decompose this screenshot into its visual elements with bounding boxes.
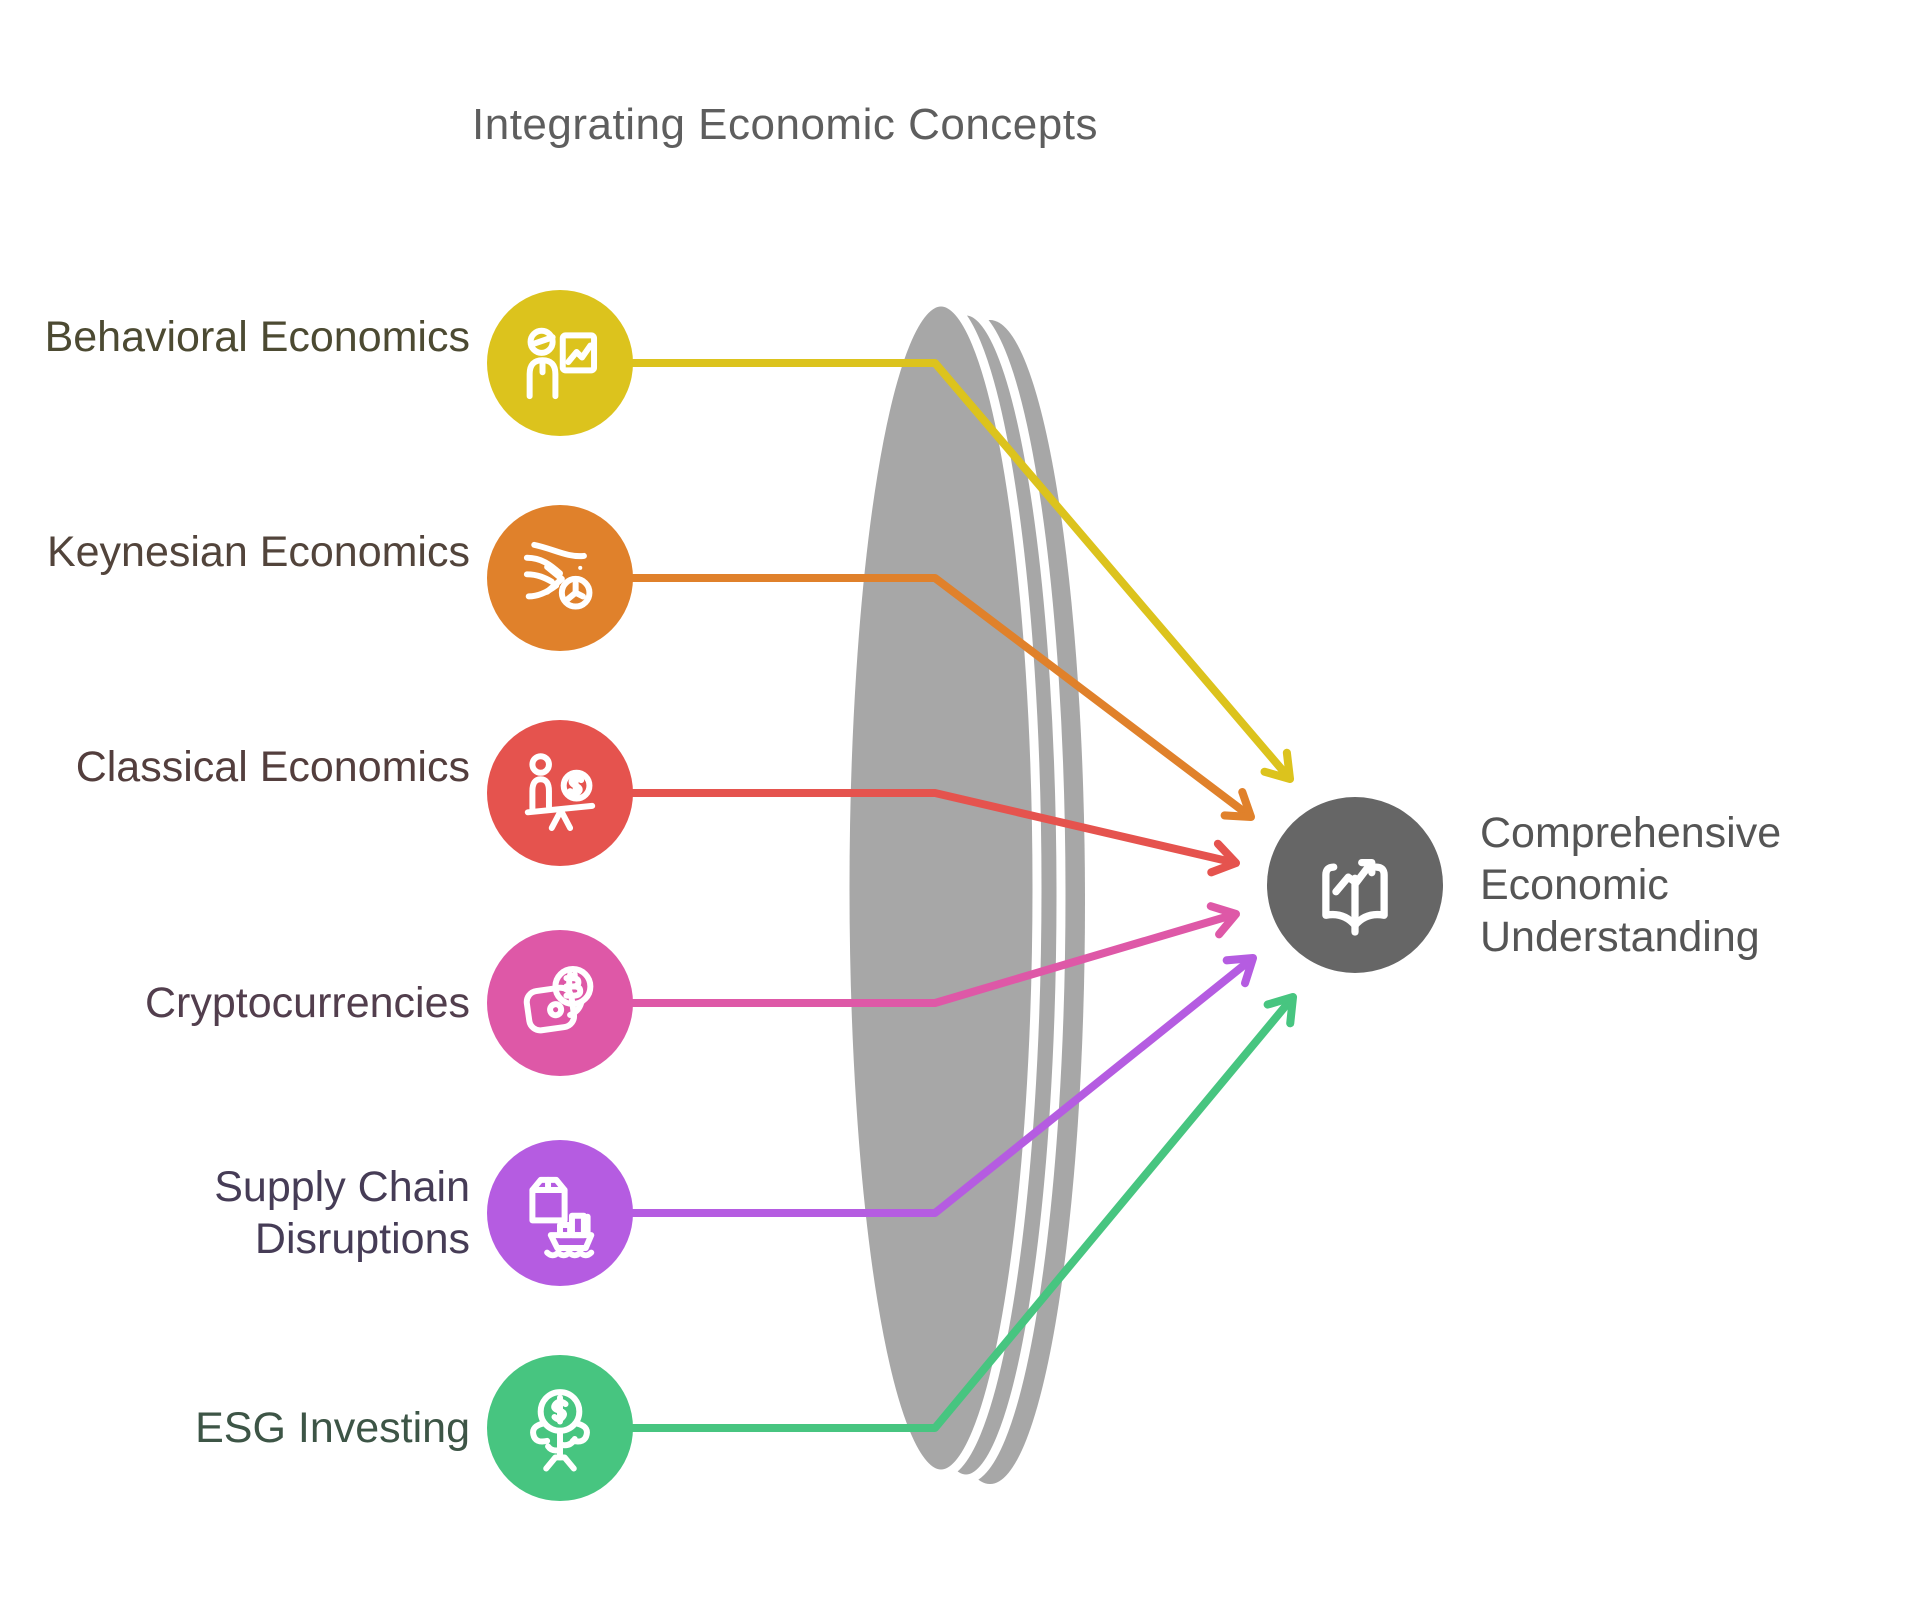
bubble-cryptocurrencies (487, 930, 633, 1076)
lens-shape (840, 297, 1085, 1484)
bubble-behavioral-economics (487, 290, 633, 436)
outcome-circle (1267, 797, 1443, 973)
connector-lines (560, 359, 1298, 1432)
bubble-supply-chain-disruptions (487, 1140, 633, 1286)
label-supply-chain-disruptions: Supply Chain Disruptions (214, 1163, 470, 1263)
cargo-ship-box-icon (529, 1176, 595, 1259)
label-cryptocurrencies: Cryptocurrencies (145, 979, 470, 1027)
balance-person-money-icon (524, 753, 596, 831)
bubble-keynesian-economics (487, 505, 633, 651)
connector-line-classical (560, 789, 1241, 877)
label-keynesian-economics: Keynesian Economics (46, 528, 470, 576)
page-title: Integrating Economic Concepts (472, 100, 1098, 149)
presenter-chart-icon (526, 327, 598, 400)
connector-line-crypto (560, 902, 1241, 1007)
label-behavioral-economics: Behavioral Economics (44, 313, 470, 361)
bubble-esg-investing (487, 1355, 633, 1501)
book-growth-icon (1322, 858, 1388, 936)
connector-line-supply (560, 953, 1258, 1217)
bubble-classical-economics (487, 720, 633, 866)
money-tree-icon (530, 1389, 590, 1472)
label-classical-economics: Classical Economics (75, 743, 470, 791)
outcome-label: Comprehensive Economic Understanding (1480, 809, 1782, 961)
connector-line-keynesian (560, 574, 1256, 822)
connector-line-esg (560, 992, 1298, 1432)
flow-clock-icon (523, 541, 593, 610)
connector-line-behavioral (560, 359, 1295, 784)
wallet-bitcoin-icon (523, 965, 594, 1034)
label-esg-investing: ESG Investing (195, 1404, 470, 1452)
